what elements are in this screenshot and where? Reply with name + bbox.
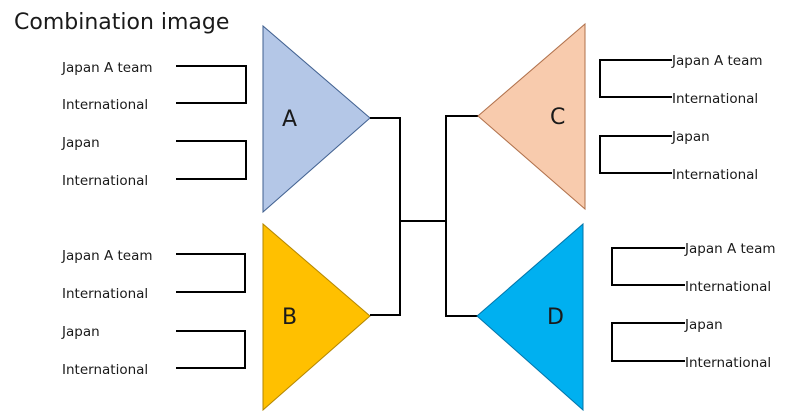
triangle-d-input-4: International [685, 355, 771, 371]
triangle-b-input-3: Japan [61, 324, 100, 340]
triangle-c-input-3: Japan [671, 129, 710, 145]
triangle-d-input-3: Japan [684, 317, 723, 333]
diagram-title: Combination image [14, 10, 229, 35]
triangle-d-input-1: Japan A team [684, 241, 776, 257]
triangle-a-group: A Japan A team International Japan Inter… [61, 24, 371, 214]
left-merge-connector [370, 117, 401, 316]
triangle-c-group: C Japan A team International Japan Inter… [477, 22, 763, 211]
triangle-a-input-1: Japan A team [61, 60, 153, 76]
triangle-b-label: B [282, 305, 297, 330]
triangle-d-group: D Japan A team International Japan Inter… [476, 222, 776, 411]
triangle-b-input-2: International [62, 286, 148, 302]
triangle-b-input-4: International [62, 362, 148, 378]
triangle-a-input-4: International [62, 173, 148, 189]
triangle-d [476, 222, 584, 411]
triangle-d-input-2: International [685, 279, 771, 295]
triangle-d-label: D [547, 305, 564, 330]
triangle-c [477, 22, 586, 211]
triangle-b-group: B Japan A team International Japan Inter… [61, 222, 371, 411]
triangle-a-pair-connector-2 [176, 140, 247, 180]
triangle-d-pair-connector-2 [611, 322, 685, 362]
triangle-a [262, 24, 371, 214]
triangle-a-label: A [282, 107, 297, 132]
triangle-c-input-1: Japan A team [671, 53, 763, 69]
triangle-c-pair-connector-1 [599, 59, 672, 98]
triangle-b-pair-connector-2 [176, 330, 246, 369]
triangle-d-pair-connector-1 [611, 247, 685, 286]
triangle-b-pair-connector-1 [176, 253, 246, 293]
triangle-a-pair-connector-1 [176, 65, 247, 104]
triangle-a-input-2: International [62, 97, 148, 113]
triangle-c-label: C [550, 105, 565, 130]
right-split-connector [445, 115, 478, 317]
triangle-b [262, 222, 371, 411]
triangle-c-pair-connector-2 [599, 135, 672, 174]
triangle-c-input-4: International [672, 167, 758, 183]
triangle-b-input-1: Japan A team [61, 248, 153, 264]
triangle-c-input-2: International [672, 91, 758, 107]
triangle-a-input-3: Japan [61, 135, 100, 151]
center-bracket [370, 115, 478, 317]
